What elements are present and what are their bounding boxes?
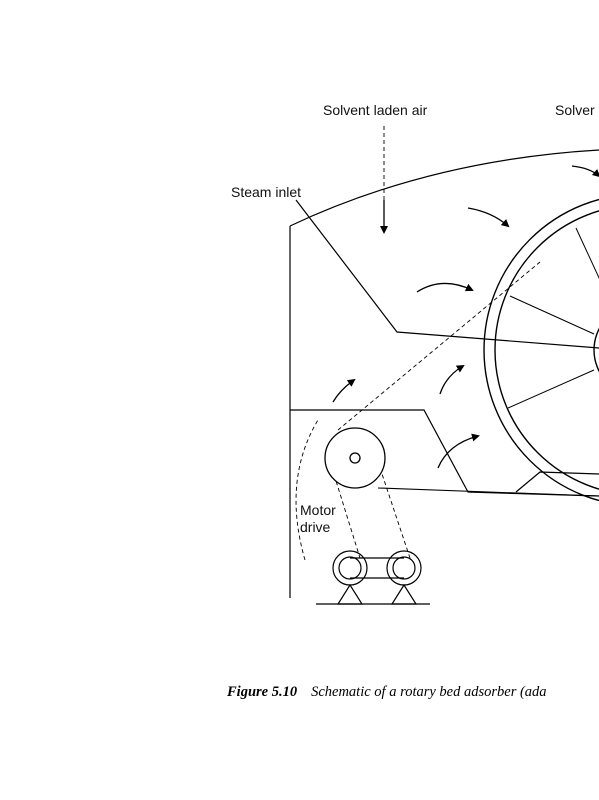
drum-outer-ring (483, 198, 599, 502)
flow-arrow (437, 433, 480, 469)
solvent-outlet-label: Solver (555, 102, 595, 118)
motor-label-line1: Motor (300, 502, 336, 518)
solvent-laden-air-label: Solvent laden air (323, 102, 428, 118)
flow-arrow (439, 364, 465, 395)
flow-arrow (332, 378, 356, 403)
drive-pulley (324, 427, 386, 489)
figure-caption-text: Schematic of a rotary bed adsorber (ada (311, 684, 547, 700)
figure-number: Figure 5.10 (227, 684, 298, 700)
steam-inlet-baffle (295, 199, 599, 349)
drum-hub (593, 327, 599, 373)
drum-spoke (575, 227, 599, 280)
flow-arrow (467, 207, 510, 228)
motor-drive-assembly (316, 550, 430, 605)
drive-belt-lower (377, 487, 599, 497)
drum-spoke (509, 295, 595, 335)
steam-inlet-label: Steam inlet (231, 184, 302, 200)
motor-belt-right (379, 467, 411, 559)
rotary-drum (483, 198, 599, 502)
figure-caption: Figure 5.10 Schematic of a rotary bed ads… (227, 684, 547, 701)
housing-top-curve (289, 149, 599, 227)
motor-label-line2: drive (300, 519, 331, 535)
drum-spoke (507, 369, 595, 409)
seal-plate (515, 471, 599, 493)
drive-belt-upper (337, 261, 541, 431)
drum-inner-ring (494, 210, 599, 490)
motor-belt-left (331, 467, 361, 559)
flow-arrow (416, 282, 474, 293)
flow-arrow (571, 165, 599, 178)
motor-drive-label: Motor drive (300, 502, 336, 536)
dashed-flow-path (295, 419, 319, 561)
